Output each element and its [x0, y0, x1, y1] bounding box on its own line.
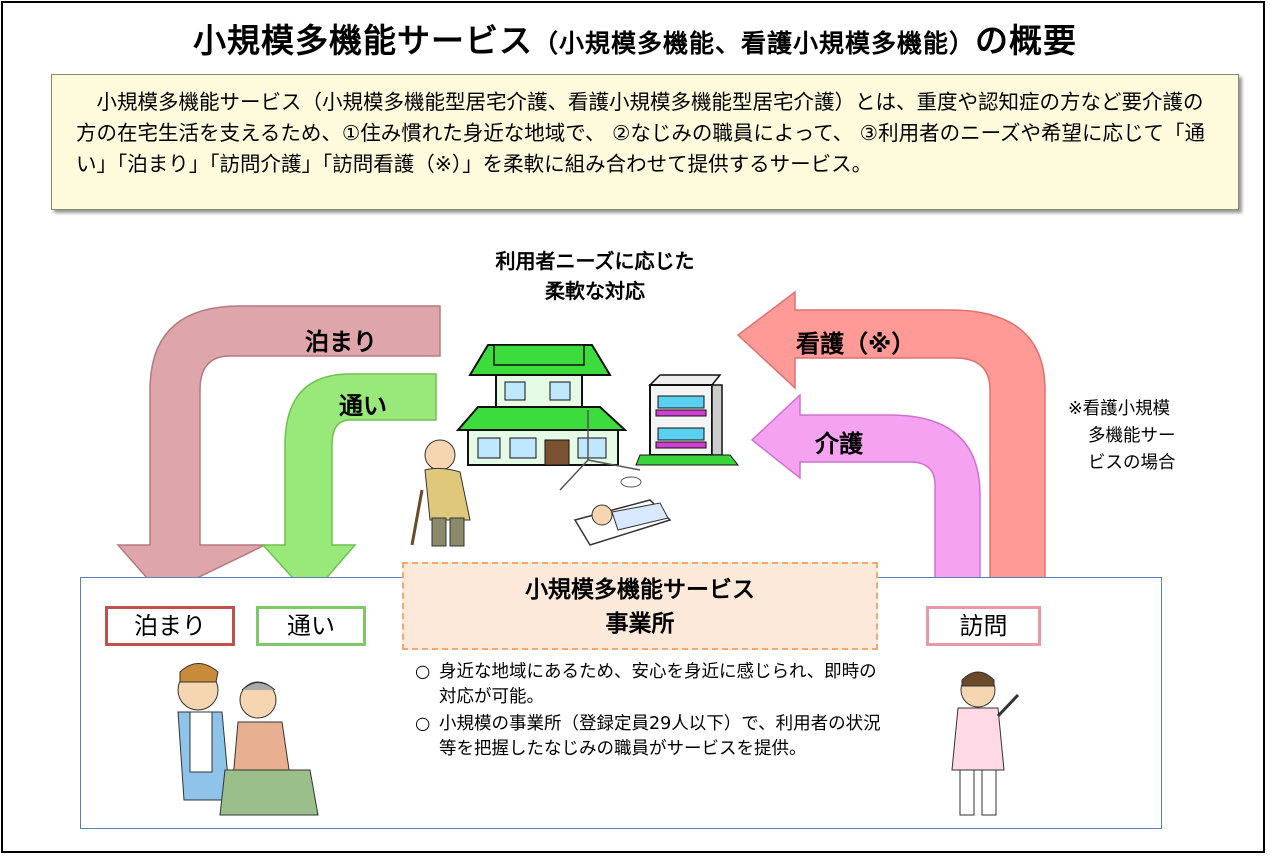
needs-line-2: 柔軟な対応 — [545, 279, 645, 303]
office-features: ○ 身近な地域にあるため、安心を身近に感じられ、即時の対応が可能。 ○ 小規模の事業… — [415, 660, 885, 764]
tomari-arrow-label: 泊まり — [305, 328, 377, 356]
feature-item: ○ 身近な地域にあるため、安心を身近に感じられ、即時の対応が可能。 — [415, 660, 885, 710]
elderly-man-illustration — [410, 439, 471, 547]
title-end: の概要 — [975, 21, 1077, 60]
page-title: 小規模多機能サービス（小規模多機能、看護小規模多機能）の概要 — [0, 14, 1270, 62]
feature-text: 身近な地域にあるため、安心を身近に感じられ、即時の対応が可能。 — [439, 662, 877, 707]
feature-item: ○ 小規模の事業所（登録定員29人以下）で、利用者の状況等を把握したなじみの職員が… — [415, 712, 885, 762]
feature-text: 小規模の事業所（登録定員29人以下）で、利用者の状況等を把握したなじみの職員がサ… — [439, 714, 881, 759]
intro-text: 小規模多機能サービス（小規模多機能型居宅介護、看護小規模多機能型居宅介護）とは、… — [76, 90, 1206, 176]
bullet-mark: ○ — [415, 662, 431, 682]
mode-tomari: 泊まり — [105, 606, 235, 646]
bedroom-illustration — [559, 410, 672, 546]
bullet-mark: ○ — [415, 714, 431, 734]
needs-label: 利用者ニーズに応じた 柔軟な対応 — [420, 246, 770, 306]
office-line-1: 小規模多機能サービス — [525, 577, 755, 603]
needs-line-1: 利用者ニーズに応じた — [495, 249, 695, 273]
kayoi-arrow — [261, 373, 437, 599]
mode-kayoi: 通い — [256, 606, 366, 646]
kaigo-arrow — [750, 393, 981, 609]
apartment-illustration — [635, 374, 740, 466]
tomari-arrow — [116, 305, 441, 596]
intro-box: 小規模多機能サービス（小規模多機能型居宅介護、看護小規模多機能型居宅介護）とは、… — [51, 74, 1239, 210]
office-line-2: 事業所 — [605, 611, 675, 637]
kayoi-arrow-label: 通い — [339, 392, 387, 420]
footnote-line-1: ※看護小規模 — [1068, 399, 1171, 419]
kango-arrow — [736, 290, 1046, 609]
title-sub: （小規模多機能、看護小規模多機能） — [532, 29, 975, 58]
kango-arrow-label: 看護（※） — [796, 330, 916, 358]
footnote: ※看護小規模 多機能サー ビスの場合 — [1068, 396, 1176, 477]
mode-houmon: 訪問 — [926, 606, 1041, 646]
footnote-line-3: ビスの場合 — [1088, 453, 1176, 473]
footnote-line-2: 多機能サー — [1088, 426, 1176, 446]
kaigo-arrow-label: 介護 — [815, 430, 863, 458]
title-main: 小規模多機能サービス — [192, 21, 533, 60]
house-illustration — [455, 344, 628, 466]
office-box: 小規模多機能サービス 事業所 — [402, 562, 878, 650]
